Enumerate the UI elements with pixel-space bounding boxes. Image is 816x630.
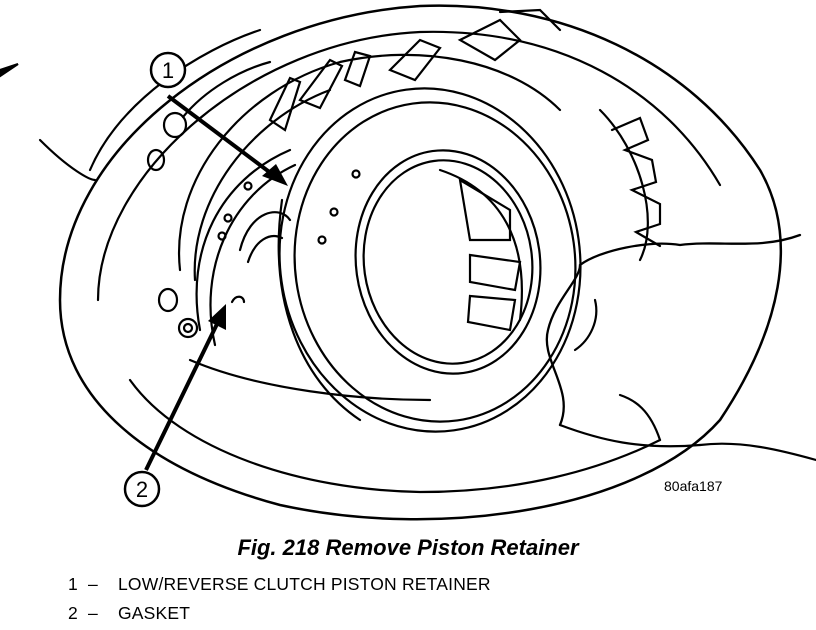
edge-arrow	[0, 62, 19, 78]
callout-1-arrowhead	[262, 164, 288, 186]
legend-item: 2–GASKET	[68, 603, 190, 624]
callout-1-circle	[149, 51, 187, 89]
image-code: 80afa187	[664, 478, 723, 494]
legend-number: 1	[68, 574, 78, 594]
gear-teeth	[610, 116, 662, 248]
figure-caption: Fig. 218 Remove Piston Retainer	[237, 535, 579, 560]
callout-1-number: 1	[162, 58, 174, 83]
legend-item: 1–LOW/REVERSE CLUTCH PISTON RETAINER	[68, 574, 491, 595]
legend-number: 2	[68, 603, 78, 623]
piston-retainer-ring	[277, 87, 582, 433]
case-outer	[58, 4, 783, 521]
legend-text: GASKET	[118, 603, 191, 623]
case-inner-1	[96, 30, 722, 302]
legend-dash: –	[88, 603, 98, 623]
hand	[545, 233, 802, 427]
piston-retainer-illustration: 1 2	[0, 4, 816, 521]
callout-2-number: 2	[136, 477, 148, 502]
case-inner-2	[128, 378, 662, 494]
inner-housing	[177, 53, 562, 272]
callout-2-circle	[123, 470, 161, 508]
callout-2-leader	[144, 321, 220, 471]
legend-text: LOW/REVERSE CLUTCH PISTON RETAINER	[118, 574, 491, 594]
legend-dash: –	[88, 574, 98, 594]
piston-gasket	[195, 148, 292, 332]
callout-1-leader	[166, 94, 274, 176]
callout-2-arrowhead	[208, 304, 226, 330]
